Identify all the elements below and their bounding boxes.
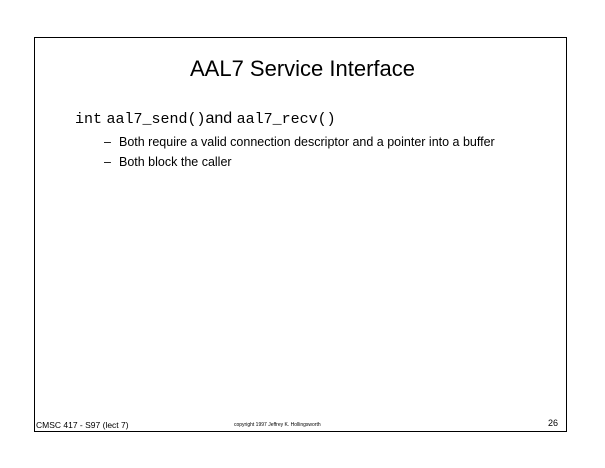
sub-bullet-item: – Both require a valid connection descri… <box>104 135 544 150</box>
code-aal7-send: aal7_send() <box>106 111 206 128</box>
text-and: and <box>205 110 233 127</box>
footer-course: CMSC 417 - S97 (lect 7) <box>36 420 129 430</box>
sub-bullet-item: – Both block the caller <box>104 155 544 170</box>
sub-bullet-text: Both block the caller <box>119 155 232 169</box>
main-bullet: int aal7_send()and aal7_recv() <box>75 110 336 128</box>
sub-bullet-list: – Both require a valid connection descri… <box>104 135 544 175</box>
slide-title: AAL7 Service Interface <box>189 56 415 81</box>
dash-marker: – <box>104 155 111 169</box>
sub-bullet-text: Both require a valid connection descript… <box>119 135 495 149</box>
slide-frame <box>34 37 567 432</box>
page-number: 26 <box>548 418 559 428</box>
footer-copyright: copyright 1997 Jeffrey K. Hollingsworth <box>234 422 321 428</box>
dash-marker: – <box>104 135 111 149</box>
code-aal7-recv: aal7_recv() <box>236 111 336 128</box>
code-int: int <box>75 111 103 128</box>
